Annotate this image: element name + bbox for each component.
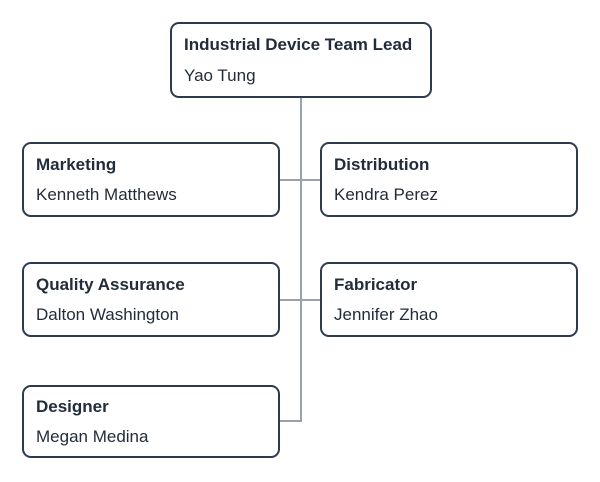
org-node-marketing[interactable]: Marketing Kenneth Matthews — [22, 142, 280, 217]
connector-branch-designer — [280, 420, 302, 422]
node-person-name: Megan Medina — [36, 427, 149, 446]
node-person-name: Kendra Perez — [334, 185, 438, 204]
org-node-designer[interactable]: Designer Megan Medina — [22, 385, 280, 458]
org-node-distribution[interactable]: Distribution Kendra Perez — [320, 142, 578, 217]
node-title: Fabricator — [334, 274, 418, 294]
node-title: Marketing — [36, 154, 117, 174]
org-node-fabricator[interactable]: Fabricator Jennifer Zhao — [320, 262, 578, 337]
org-node-lead[interactable]: Industrial Device Team Lead Yao Tung — [170, 22, 432, 98]
org-node-quality-assurance[interactable]: Quality Assurance Dalton Washington — [22, 262, 280, 337]
node-person-name: Yao Tung — [184, 65, 256, 85]
node-title: Designer — [36, 396, 109, 416]
connector-branch-row2 — [280, 299, 320, 301]
node-title: Distribution — [334, 154, 430, 174]
connector-branch-row1 — [280, 179, 320, 181]
node-title: Quality Assurance — [36, 274, 185, 294]
node-person-name: Dalton Washington — [36, 305, 180, 324]
node-person-name: Kenneth Matthews — [36, 185, 177, 204]
connector-spine — [300, 98, 302, 422]
node-title: Industrial Device Team Lead — [184, 35, 413, 55]
node-person-name: Jennifer Zhao — [334, 305, 438, 324]
